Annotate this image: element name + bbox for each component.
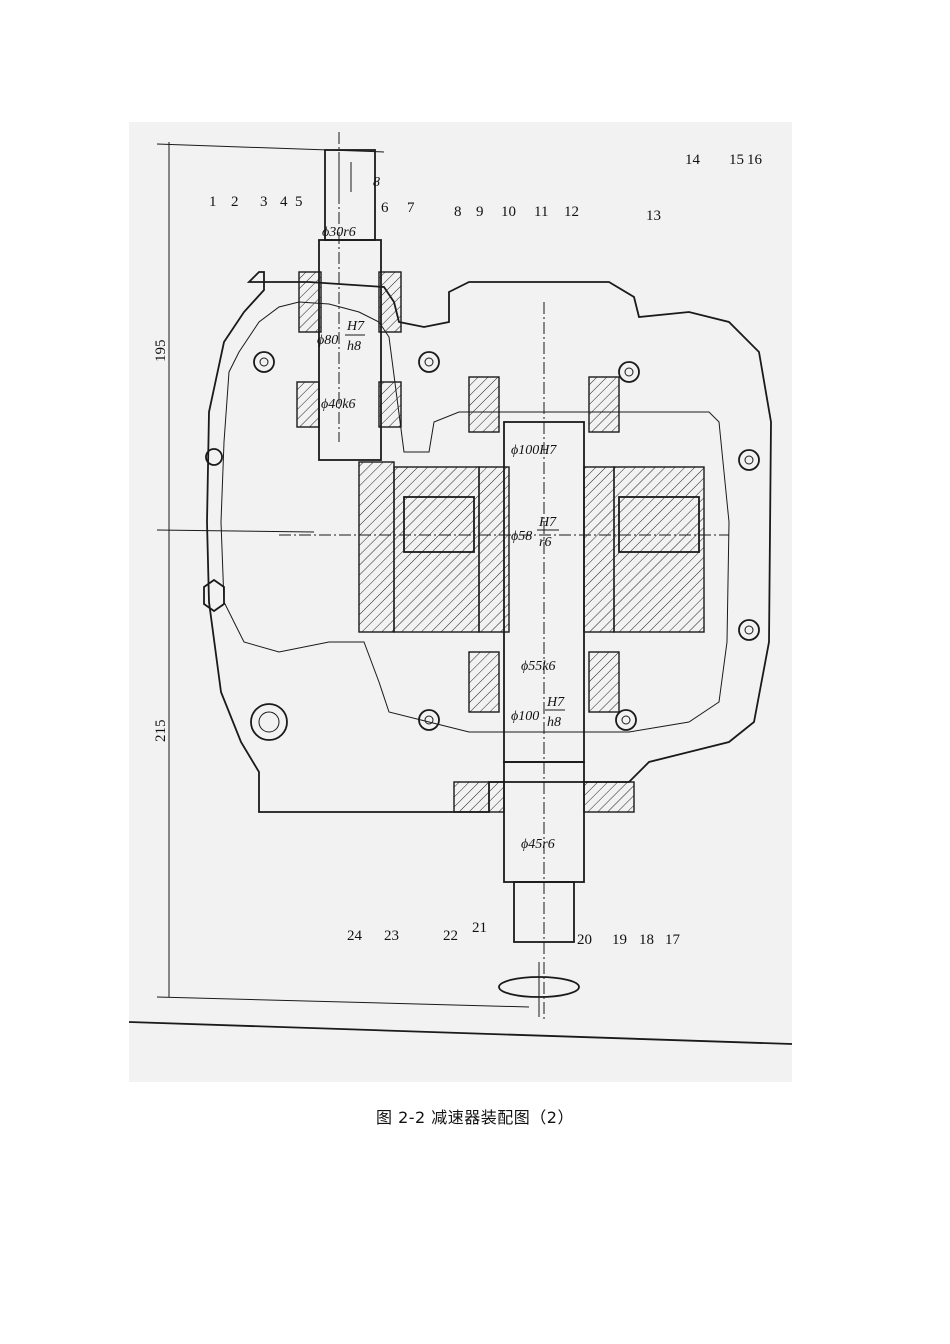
- svg-text:7: 7: [407, 200, 415, 216]
- svg-text:195: 195: [153, 340, 169, 363]
- inner-cavity: [220, 301, 730, 733]
- svg-text:ϕ45r6: ϕ45r6: [521, 837, 555, 852]
- drawing-svg: 1 2 3 4 5 6 7 8 9 10 11 12 13 14 15 16 2…: [129, 132, 792, 1045]
- bearing-left-b: [378, 381, 402, 428]
- svg-text:H7: H7: [538, 515, 557, 530]
- svg-text:18: 18: [639, 932, 654, 948]
- svg-text:ϕ58: ϕ58: [511, 529, 532, 544]
- svg-text:21: 21: [472, 920, 487, 936]
- bearing-output-bot-right: [588, 651, 620, 713]
- svg-text:3: 3: [260, 194, 268, 210]
- svg-text:12: 12: [564, 204, 579, 220]
- svg-text:17: 17: [665, 932, 681, 948]
- svg-text:ϕ55k6: ϕ55k6: [521, 659, 555, 674]
- gear-window-left: [403, 496, 475, 553]
- bearing-output-top-left: [468, 376, 500, 433]
- svg-text:8: 8: [373, 175, 380, 190]
- svg-text:215: 215: [153, 720, 169, 743]
- svg-text:h8: h8: [547, 715, 561, 730]
- svg-text:ϕ40k6: ϕ40k6: [321, 397, 355, 412]
- bearing-output-top-right: [588, 376, 620, 433]
- hub-right: [583, 466, 615, 633]
- bearing-cap-left-a: [298, 271, 322, 333]
- svg-text:ϕ80: ϕ80: [317, 333, 338, 348]
- svg-text:9: 9: [476, 204, 484, 220]
- svg-text:2: 2: [231, 194, 239, 210]
- svg-text:ϕ30r6: ϕ30r6: [322, 225, 356, 240]
- figure-caption: 图 2-2 减速器装配图（2）: [376, 1108, 574, 1127]
- svg-text:14: 14: [685, 152, 701, 168]
- gear-right-web: [613, 466, 705, 633]
- svg-text:24: 24: [347, 928, 363, 944]
- part-labels-bottom: 24 23 22 21 20 19 18 17: [347, 920, 681, 948]
- bottom-ref-line: [156, 996, 530, 1008]
- svg-text:r6: r6: [539, 535, 551, 550]
- svg-text:h8: h8: [347, 339, 361, 354]
- svg-text:11: 11: [534, 204, 548, 220]
- bearing-output-bot-left: [468, 651, 500, 713]
- svg-text:22: 22: [443, 928, 458, 944]
- svg-text:ϕ100H7: ϕ100H7: [511, 443, 557, 458]
- assembly-drawing: 1 2 3 4 5 6 7 8 9 10 11 12 13 14 15 16 2…: [129, 122, 792, 1082]
- seal-left: [453, 781, 505, 813]
- part-labels-topright: 14 15 16: [685, 152, 763, 168]
- base-line: [129, 1021, 792, 1045]
- svg-text:ϕ100: ϕ100: [511, 709, 539, 724]
- dimension-labels: ϕ30r6 ϕ80 H7 h8 ϕ40k6 ϕ100H7 ϕ58 H7 r6 ϕ…: [153, 175, 565, 852]
- input-shaft: [318, 239, 382, 461]
- svg-text:6: 6: [381, 200, 389, 216]
- mid-ref-line: [156, 529, 315, 533]
- svg-text:23: 23: [384, 928, 399, 944]
- svg-text:5: 5: [295, 194, 303, 210]
- bearing-left-a: [296, 381, 320, 428]
- svg-text:4: 4: [280, 194, 288, 210]
- svg-text:16: 16: [747, 152, 763, 168]
- bearing-cap-left-b: [378, 271, 402, 333]
- gear-left-web: [393, 466, 480, 633]
- svg-text:10: 10: [501, 204, 516, 220]
- housing-outline: [206, 271, 772, 813]
- svg-text:20: 20: [577, 932, 592, 948]
- keyway-top: [338, 162, 352, 192]
- svg-text:8: 8: [454, 204, 462, 220]
- svg-text:15: 15: [729, 152, 744, 168]
- svg-text:1: 1: [209, 194, 217, 210]
- svg-text:H7: H7: [546, 695, 565, 710]
- bolt-holes: [203, 351, 760, 741]
- pinion-gear: [358, 461, 395, 633]
- part-labels-top: 1 2 3 4 5 6 7 8 9 10 11 12 13: [209, 194, 661, 224]
- svg-text:19: 19: [612, 932, 627, 948]
- svg-text:13: 13: [646, 208, 661, 224]
- seal-right: [583, 781, 635, 813]
- gear-window-right: [618, 496, 700, 553]
- svg-text:H7: H7: [346, 319, 365, 334]
